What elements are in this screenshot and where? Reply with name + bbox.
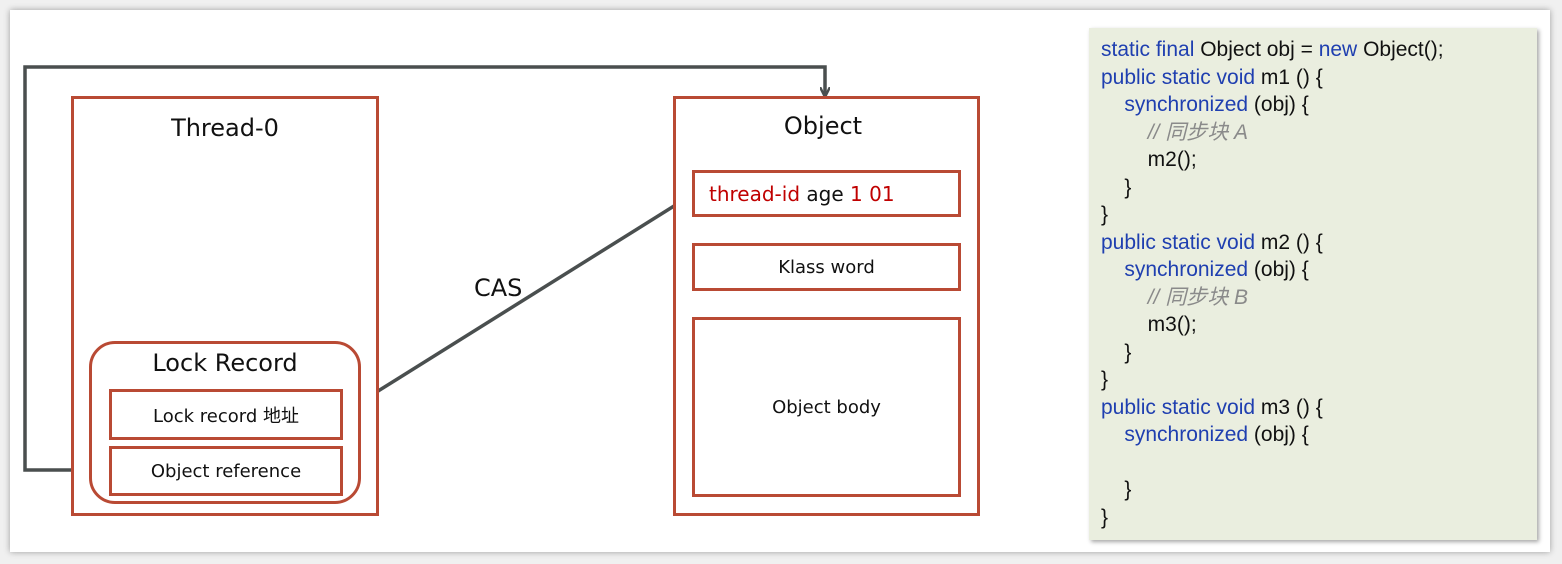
code-line: } <box>1101 504 1537 532</box>
code-text: m3(); <box>1101 313 1197 336</box>
code-text: } <box>1101 340 1132 364</box>
code-line: // 同步块 B <box>1101 284 1537 312</box>
object-reference-text: Object reference <box>150 460 302 482</box>
code-line: public static void m3 () { <box>1101 394 1537 422</box>
code-keyword: public static void <box>1101 65 1261 89</box>
code-text: } <box>1101 203 1109 226</box>
code-text: (obj) { <box>1248 423 1309 446</box>
code-keyword: synchronized <box>1124 423 1249 446</box>
code-text: m2(); <box>1101 148 1197 171</box>
code-line: } <box>1101 339 1537 367</box>
code-text: } <box>1101 478 1132 501</box>
code-keyword: public static void <box>1101 395 1261 419</box>
code-text <box>1101 423 1124 446</box>
code-text: Object obj = <box>1200 38 1319 61</box>
code-line: // 同步块 A <box>1101 119 1537 147</box>
lock-record-title: Lock Record <box>152 349 298 377</box>
code-line: public static void m2 () { <box>1101 229 1537 257</box>
code-line <box>1101 449 1537 477</box>
code-text: Object(); <box>1363 38 1444 61</box>
cas-double-arrow <box>343 196 690 413</box>
mark-word-text: thread-id age 1 01 <box>709 182 895 206</box>
code-line: m3(); <box>1101 311 1537 339</box>
klass-word-text: Klass word <box>778 256 875 278</box>
lock-record-address-text: Lock record 地址 <box>153 405 299 427</box>
code-line: synchronized (obj) { <box>1101 256 1537 284</box>
code-keyword: new <box>1318 38 1364 61</box>
code-text: } <box>1101 175 1132 199</box>
mark-word-thread-id: thread-id <box>709 182 801 206</box>
klass-word-slot: Klass word <box>692 243 961 291</box>
object-title: Object <box>783 112 863 140</box>
code-text: m3 () { <box>1260 395 1323 419</box>
mark-word-bits: 1 01 <box>850 182 895 206</box>
code-comment: // 同步块 B <box>1147 285 1249 309</box>
thread-title: Thread-0 <box>171 114 279 142</box>
mark-word-age: age <box>806 182 844 206</box>
object-reference-connector <box>23 65 825 472</box>
code-text: m2 () { <box>1260 230 1323 254</box>
code-line: } <box>1101 201 1537 229</box>
code-line: } <box>1101 174 1537 202</box>
code-line: synchronized (obj) { <box>1101 91 1537 119</box>
code-text <box>1101 121 1148 144</box>
code-text: (obj) { <box>1248 93 1309 116</box>
cas-label: CAS <box>474 274 523 302</box>
code-text: } <box>1101 368 1109 391</box>
code-keyword: static final <box>1101 38 1201 61</box>
code-line: synchronized (obj) { <box>1101 421 1537 449</box>
mark-word-slot: thread-id age 1 01 <box>692 170 961 217</box>
code-keyword: synchronized <box>1124 258 1249 281</box>
code-line: static final Object obj = new Object(); <box>1101 36 1537 64</box>
code-panel: static final Object obj = new Object();p… <box>1089 28 1537 540</box>
code-keyword: synchronized <box>1124 93 1249 116</box>
code-keyword: public static void <box>1101 230 1261 254</box>
code-text: (obj) { <box>1248 258 1309 281</box>
code-comment: // 同步块 A <box>1147 120 1249 144</box>
code-line: public static void m1 () { <box>1101 64 1537 92</box>
code-text <box>1101 286 1148 309</box>
code-text <box>1101 93 1124 116</box>
code-line: } <box>1101 476 1537 504</box>
object-reference-slot: Object reference <box>109 446 343 496</box>
code-line: m2(); <box>1101 146 1537 174</box>
code-text <box>1101 258 1124 281</box>
object-body-slot: Object body <box>692 317 961 497</box>
object-body-text: Object body <box>772 396 881 418</box>
code-text: m1 () { <box>1260 65 1323 89</box>
lock-record-address-slot: Lock record 地址 <box>109 389 343 440</box>
code-text: } <box>1101 505 1109 529</box>
code-line: } <box>1101 366 1537 394</box>
